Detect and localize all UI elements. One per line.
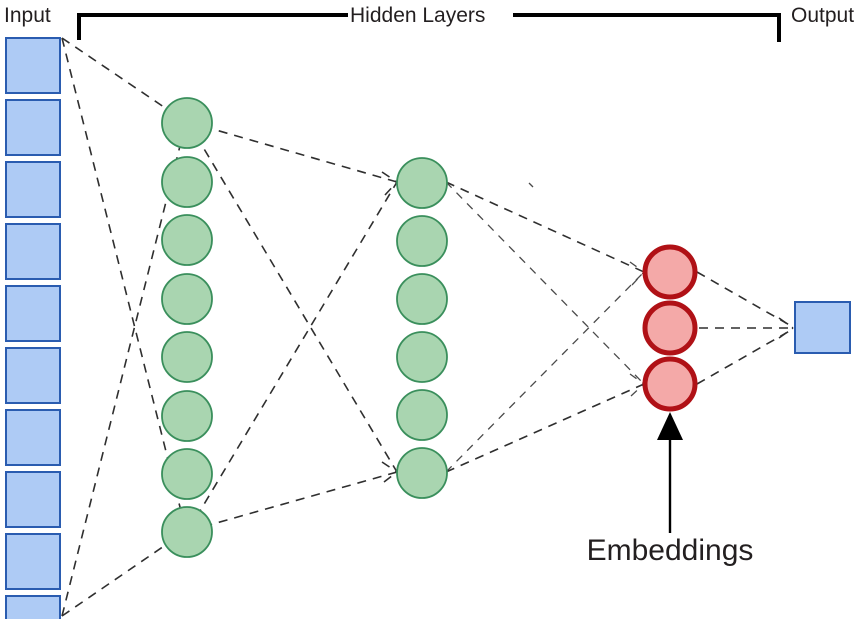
output-layer xyxy=(794,301,851,354)
edges-hidden2-to-embeddings xyxy=(445,181,645,473)
embedding-node[interactable] xyxy=(642,244,698,300)
input-node[interactable] xyxy=(5,223,61,280)
arrowhead-hidden2-top xyxy=(381,171,398,196)
edge-hidden1-top-to-hidden2-top xyxy=(187,121,398,183)
hidden-node[interactable] xyxy=(161,273,213,325)
input-node[interactable] xyxy=(5,471,61,528)
hidden-node[interactable] xyxy=(161,506,213,558)
embeddings-callout-label: Embeddings xyxy=(587,534,754,567)
input-node[interactable] xyxy=(5,99,61,156)
arrowhead-output xyxy=(778,317,794,339)
edge-hidden2-top-to-embed-bottom xyxy=(445,181,645,385)
arrowhead-hidden2-bottom xyxy=(381,461,398,483)
hidden-layers-bracket xyxy=(77,13,781,42)
embedding-node[interactable] xyxy=(642,356,698,412)
input-node[interactable] xyxy=(5,595,61,619)
edge-hidden2-bottom-to-embed-bottom xyxy=(445,383,645,473)
hidden-layer-1 xyxy=(161,97,213,558)
hidden-node[interactable] xyxy=(161,97,213,149)
edge-hidden2-top-to-embed-top xyxy=(445,181,645,273)
hidden-node[interactable] xyxy=(396,157,448,209)
edge-input-top-to-hidden1-top xyxy=(61,37,187,123)
input-node[interactable] xyxy=(5,37,61,94)
hidden-node[interactable] xyxy=(161,390,213,442)
hidden-node[interactable] xyxy=(161,156,213,208)
embeddings-callout: Embeddings xyxy=(587,412,754,567)
hidden-node[interactable] xyxy=(161,448,213,500)
hidden-node[interactable] xyxy=(396,447,448,499)
edge-embed-top-to-output xyxy=(696,271,794,328)
hidden-layers-section-label: Hidden Layers xyxy=(350,4,485,27)
stray-tick-mark xyxy=(528,182,534,188)
input-node[interactable] xyxy=(5,409,61,466)
embedding-layer xyxy=(642,244,698,412)
arrowhead-embed-top xyxy=(629,261,645,286)
edge-input-top-to-hidden1-bottom xyxy=(61,37,187,532)
hidden-node[interactable] xyxy=(161,214,213,266)
output-section-label: Output xyxy=(791,4,854,27)
hidden-node[interactable] xyxy=(396,273,448,325)
input-layer xyxy=(5,37,61,619)
embedding-node[interactable] xyxy=(642,300,698,356)
edge-input-bottom-to-hidden1-top xyxy=(61,121,187,617)
bracket-group xyxy=(77,13,781,42)
hidden-node[interactable] xyxy=(396,331,448,383)
hidden-node[interactable] xyxy=(161,331,213,383)
arrowhead-embed-bottom xyxy=(629,373,645,397)
input-node[interactable] xyxy=(5,285,61,342)
input-node[interactable] xyxy=(5,161,61,218)
input-node[interactable] xyxy=(5,347,61,404)
edge-hidden1-bottom-to-hidden2-bottom xyxy=(187,471,398,532)
edges-embeddings-to-output xyxy=(696,271,794,385)
input-node[interactable] xyxy=(5,533,61,590)
hidden-layer-2 xyxy=(396,157,448,499)
edge-embed-bottom-to-output xyxy=(696,328,794,385)
hidden-node[interactable] xyxy=(396,215,448,267)
callout-arrow-head xyxy=(657,412,683,440)
edges-hidden1-to-hidden2 xyxy=(187,121,398,532)
edge-hidden2-bottom-to-embed-top xyxy=(445,271,645,473)
edge-hidden1-bottom-to-hidden2-top xyxy=(187,181,398,532)
edge-hidden1-top-to-hidden2-bottom xyxy=(187,121,398,473)
input-section-label: Input xyxy=(4,4,51,27)
hidden-node[interactable] xyxy=(396,389,448,441)
output-node[interactable] xyxy=(794,301,851,354)
